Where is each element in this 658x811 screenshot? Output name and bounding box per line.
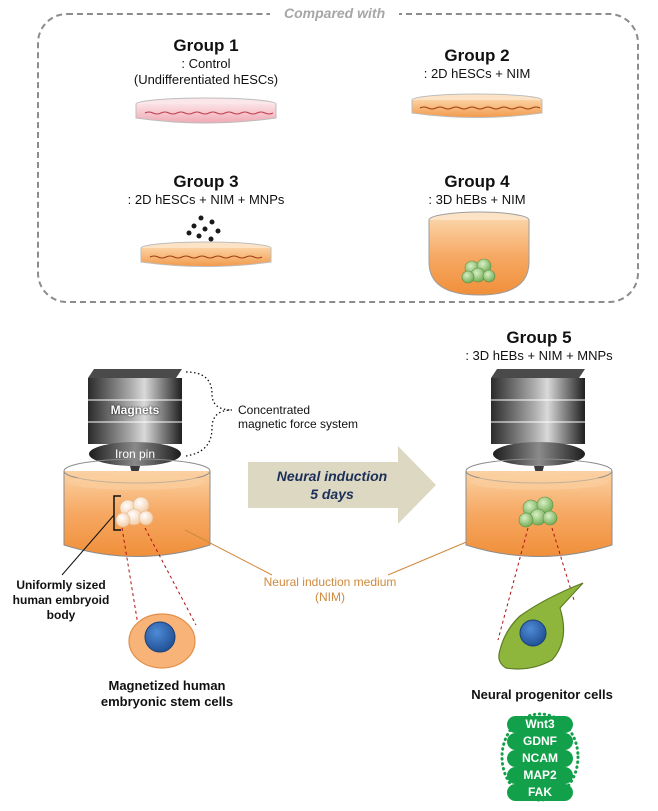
magnetized-stem-cell	[128, 613, 196, 669]
marker-gdnf: GDNF	[507, 733, 573, 750]
group2-subtitle: : 2D hESCs + NIM	[423, 66, 531, 81]
arrow-label-line2: 5 days	[310, 486, 354, 502]
left-zoom-line-b	[144, 527, 197, 626]
marker-fak: FAK	[507, 784, 573, 801]
stem-cells-label-line1: Magnetized human	[108, 678, 226, 693]
left-embryoid-body	[115, 496, 154, 528]
progenitor-label: Neural progenitor cells	[471, 687, 613, 702]
group4-embryoid-body	[461, 258, 496, 284]
arrow-label-line1: Neural induction	[276, 468, 388, 484]
iron-pin-label: Iron pin	[114, 447, 156, 461]
group3-subtitle: : 2D hESCs + NIM + MNPs	[127, 192, 285, 207]
nim-label-line2: (NIM)	[315, 590, 345, 604]
embryoid-label-line2: human embryoid body	[12, 593, 110, 622]
group4-title: Group 4	[444, 172, 510, 191]
group4-cup	[428, 211, 530, 296]
force-system-brace	[185, 371, 233, 457]
group1-dish	[135, 97, 277, 124]
group5-title: Group 5	[506, 328, 572, 347]
marker-map2: MAP2	[507, 767, 573, 784]
embryoid-pointer-line	[61, 514, 115, 576]
neural-progenitor-cell	[498, 582, 584, 670]
right-embryoid-body	[518, 496, 558, 528]
force-system-label-line1: Concentrated	[238, 403, 311, 417]
stem-cells-label-line2: embryonic stem cells	[100, 694, 234, 709]
group2-dish	[411, 93, 543, 118]
group2-title: Group 2	[444, 46, 510, 65]
group1-subtitle-line2: (Undifferentiated hESCs)	[133, 72, 279, 87]
force-system-label-line2: magnetic force system	[238, 417, 359, 431]
neural-induction-arrow	[248, 446, 436, 524]
embryoid-label-line1: Uniformly sized	[16, 578, 106, 592]
nim-line-left	[184, 529, 273, 576]
group1-title: Group 1	[173, 36, 239, 55]
right-magnet	[491, 369, 585, 444]
compared-with-label: Compared with	[270, 5, 400, 21]
group4-subtitle: : 3D hEBs + NIM	[428, 192, 526, 207]
marker-ncam: NCAM	[507, 750, 573, 767]
left-zoom-line-a	[121, 527, 139, 626]
right-zoom-line-a	[497, 527, 529, 641]
embryoid-bracket	[113, 495, 121, 531]
nim-label-line1: Neural induction medium	[263, 575, 397, 589]
magnets-label: Magnets	[110, 403, 160, 417]
group1-subtitle-line1: : Control	[181, 56, 231, 71]
group5-subtitle: : 3D hEBs + NIM + MNPs	[465, 348, 613, 363]
mnp-particles	[186, 215, 221, 242]
marker-wnt3: Wnt3	[507, 716, 573, 733]
group3-title: Group 3	[173, 172, 239, 191]
left-magnet	[88, 369, 182, 444]
group3-dish	[140, 215, 272, 267]
